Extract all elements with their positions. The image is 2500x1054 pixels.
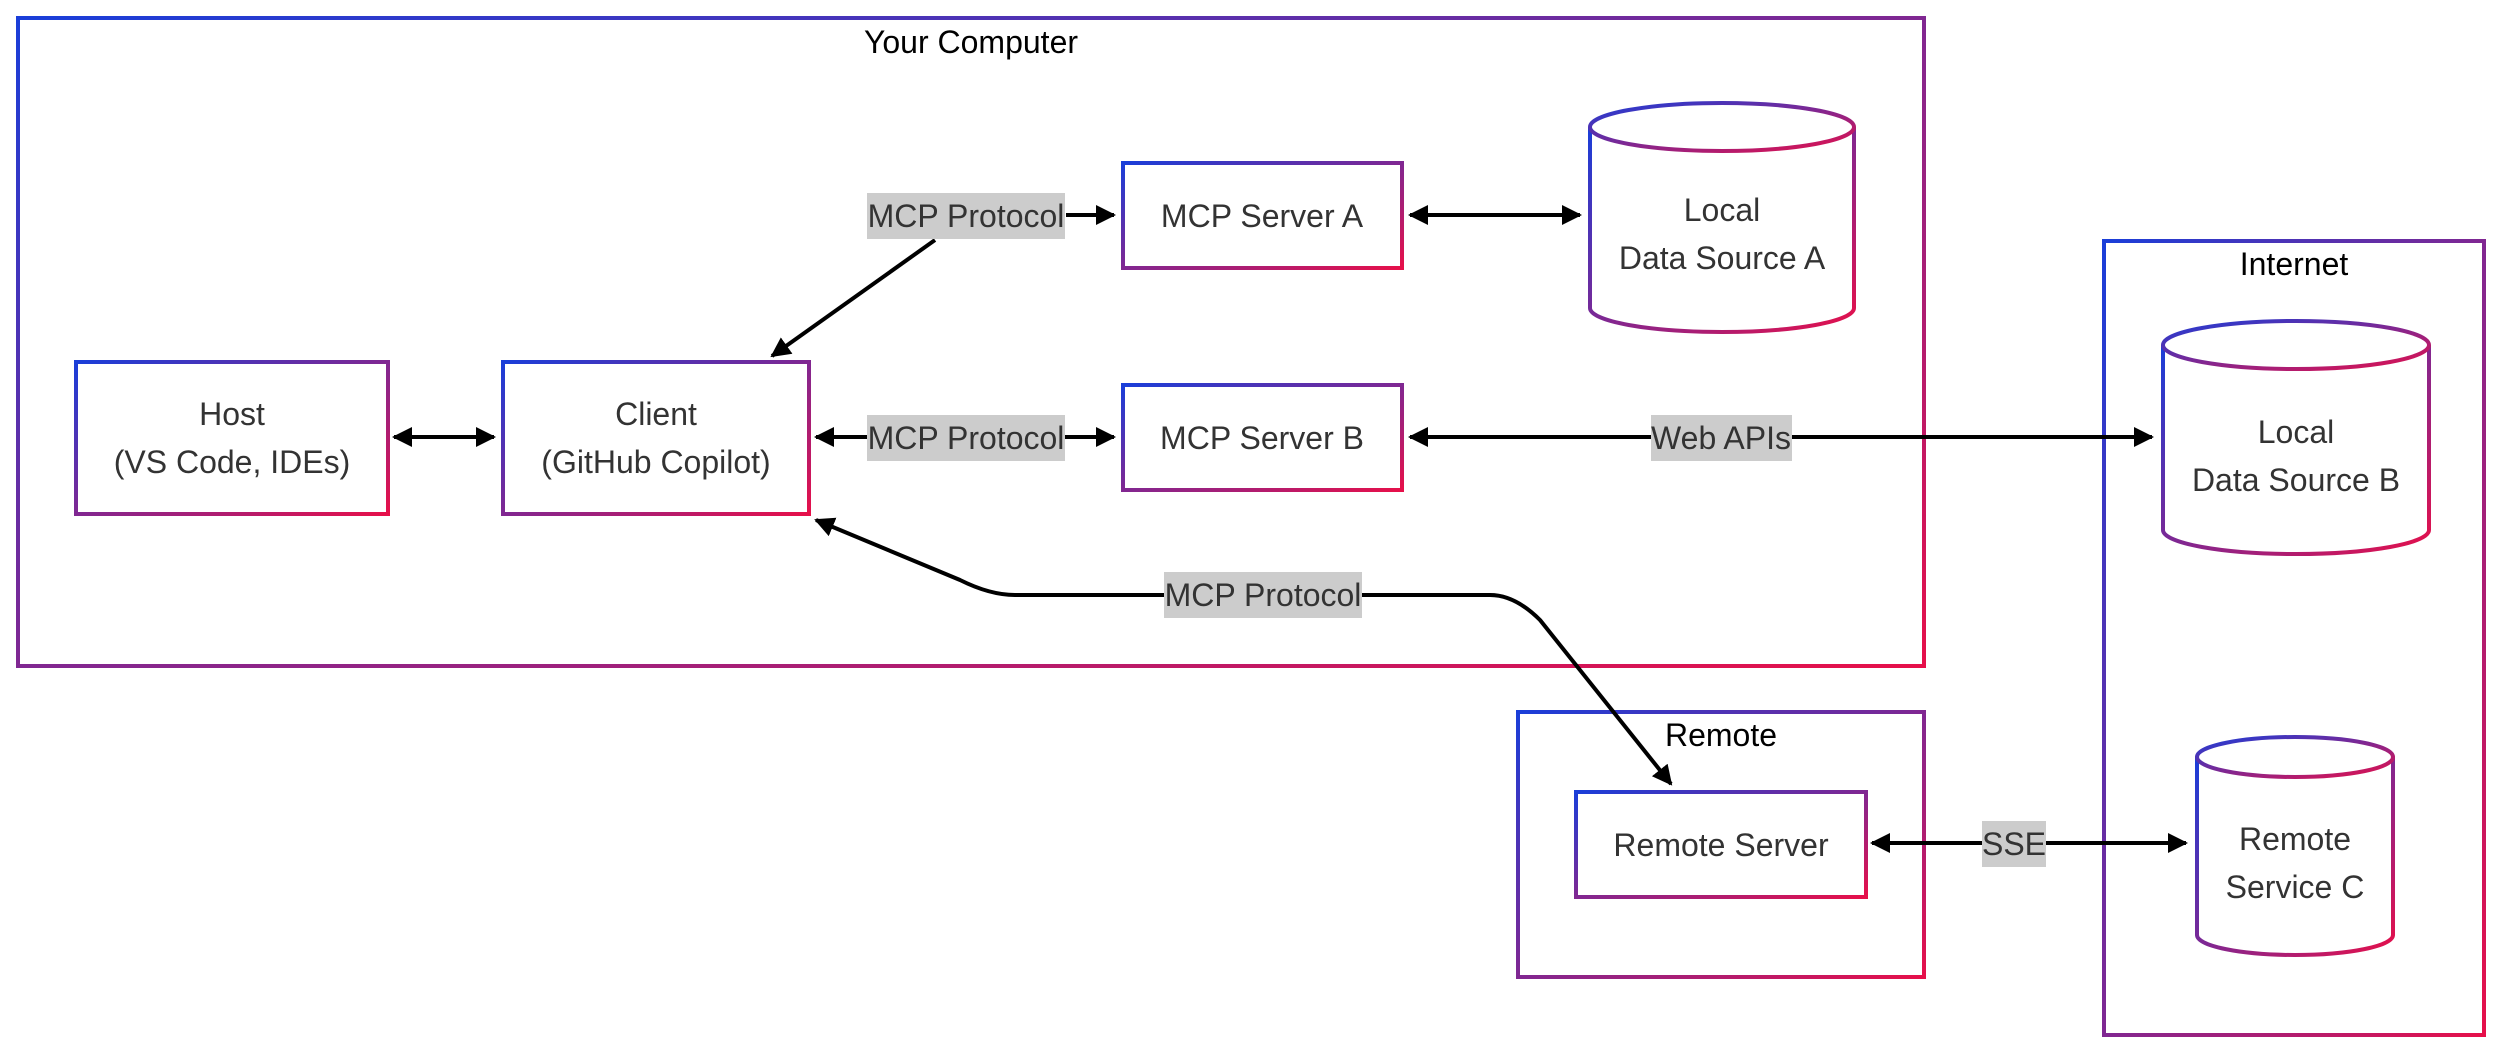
edge-client-remote-server: MCP Protocol [814,517,1673,786]
node-local-data-source-b: Local Data Source B [2161,319,2431,556]
edge-remote-server-service-c: SSE [1870,821,2188,867]
edge-label-web-apis: Web APIs [1651,420,1791,456]
node-host: Host (VS Code, IDEs) [74,360,390,516]
group-title-internet: Internet [2240,246,2349,282]
node-host-line1: Host [199,396,265,432]
node-client-line1: Client [615,396,697,432]
node-client: Client (GitHub Copilot) [501,360,811,516]
group-title-remote: Remote [1665,717,1777,753]
node-local-data-source-a-line2: Data Source A [1619,240,1826,276]
node-local-data-source-b-line1: Local [2258,414,2335,450]
node-local-data-source-a: Local Data Source A [1588,101,1856,334]
edge-label-mcp-protocol-remote: MCP Protocol [1165,577,1362,613]
node-remote-server: Remote Server [1574,790,1868,899]
node-mcp-server-b: MCP Server B [1121,383,1404,492]
node-remote-service-c: Remote Service C [2195,735,2395,957]
node-remote-server-label: Remote Server [1613,827,1829,863]
node-host-line2: (VS Code, IDEs) [114,444,351,480]
node-remote-service-c-line1: Remote [2239,821,2351,857]
node-mcp-server-a-label: MCP Server A [1161,198,1364,234]
edge-label-sse: SSE [1982,826,2046,862]
edge-client-server-b: MCP Protocol [814,415,1116,461]
node-mcp-server-b-label: MCP Server B [1160,420,1364,456]
group-title-your-computer: Your Computer [864,24,1078,60]
node-local-data-source-b-line2: Data Source B [2192,462,2400,498]
edge-label-mcp-protocol-b: MCP Protocol [868,420,1065,456]
node-remote-service-c-line2: Service C [2226,869,2365,905]
edge-label-mcp-protocol-a: MCP Protocol [868,198,1065,234]
node-mcp-server-a: MCP Server A [1121,161,1404,270]
edge-server-b-data-b: Web APIs [1408,415,2154,461]
node-client-line2: (GitHub Copilot) [541,444,770,480]
node-local-data-source-a-line1: Local [1684,192,1761,228]
group-internet: Internet [2102,239,2486,1037]
edge-client-server-a: MCP Protocol [770,193,1116,358]
